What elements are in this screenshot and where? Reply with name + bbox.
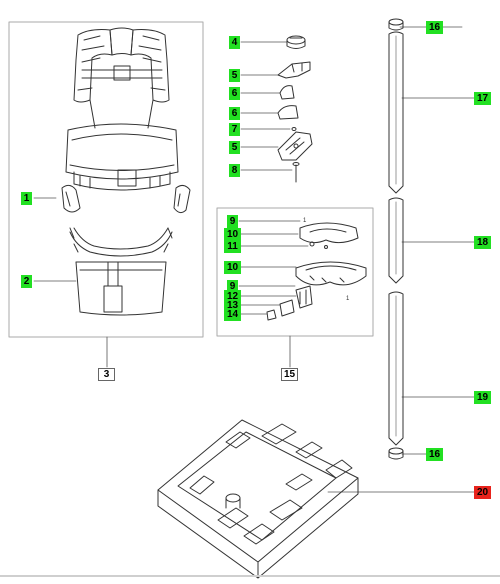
hip-pad — [75, 261, 167, 316]
small-pin-part — [291, 127, 297, 131]
pole-section-upper — [388, 31, 404, 194]
callout-7[interactable]: 7 — [229, 123, 240, 136]
harness-group-frame — [8, 21, 204, 338]
foam-insert-tray — [157, 419, 359, 579]
callout-19[interactable]: 19 — [474, 391, 491, 404]
callout-16a[interactable]: 16 — [426, 21, 443, 34]
carabiner-hooks — [61, 184, 191, 214]
leader-lines — [33, 26, 475, 493]
part-mark-1b: 1 — [346, 296, 350, 302]
pole-cap-top — [388, 18, 404, 31]
callout-11[interactable]: 11 — [224, 240, 241, 253]
callout-6a[interactable]: 6 — [229, 87, 240, 100]
padded-strap — [69, 227, 173, 257]
callout-2[interactable]: 2 — [21, 275, 32, 288]
clip-part — [279, 85, 295, 100]
clamp-part — [277, 61, 311, 79]
holder-ring-upper — [299, 222, 359, 249]
callout-4[interactable]: 4 — [229, 36, 240, 49]
part-mark-1a: 1 — [303, 218, 307, 224]
footer-divider — [0, 575, 500, 577]
callout-14[interactable]: 14 — [224, 308, 241, 321]
callout-5b[interactable]: 5 — [229, 141, 240, 154]
mount-plate-part — [277, 131, 313, 161]
holder-ring-lower — [295, 261, 367, 286]
knob-part — [286, 35, 306, 49]
callout-15[interactable]: 15 — [281, 368, 298, 381]
callout-10a[interactable]: 10 — [224, 228, 241, 241]
callout-10b[interactable]: 10 — [224, 261, 241, 274]
shoulder-harness — [73, 27, 170, 129]
bracket-part — [277, 105, 299, 120]
callout-9b[interactable]: 9 — [227, 280, 238, 293]
callout-5a[interactable]: 5 — [229, 69, 240, 82]
callout-3[interactable]: 3 — [98, 368, 115, 381]
callout-20[interactable]: 20 — [474, 486, 491, 499]
pole-section-lower — [388, 291, 404, 446]
screw-part — [292, 162, 300, 183]
harness-belt — [65, 123, 179, 191]
part-marks: 1 1 — [303, 218, 350, 302]
callout-8[interactable]: 8 — [229, 164, 240, 177]
callout-16b[interactable]: 16 — [426, 448, 443, 461]
pole-cap-bottom — [388, 447, 404, 460]
callout-6b[interactable]: 6 — [229, 107, 240, 120]
callout-17[interactable]: 17 — [474, 92, 491, 105]
callout-1[interactable]: 1 — [21, 192, 32, 205]
callout-9a[interactable]: 9 — [227, 215, 238, 228]
callout-18[interactable]: 18 — [474, 236, 491, 249]
holder-clip-set — [266, 285, 313, 321]
holder-group-frame — [216, 207, 374, 337]
pole-section-middle — [388, 197, 404, 284]
